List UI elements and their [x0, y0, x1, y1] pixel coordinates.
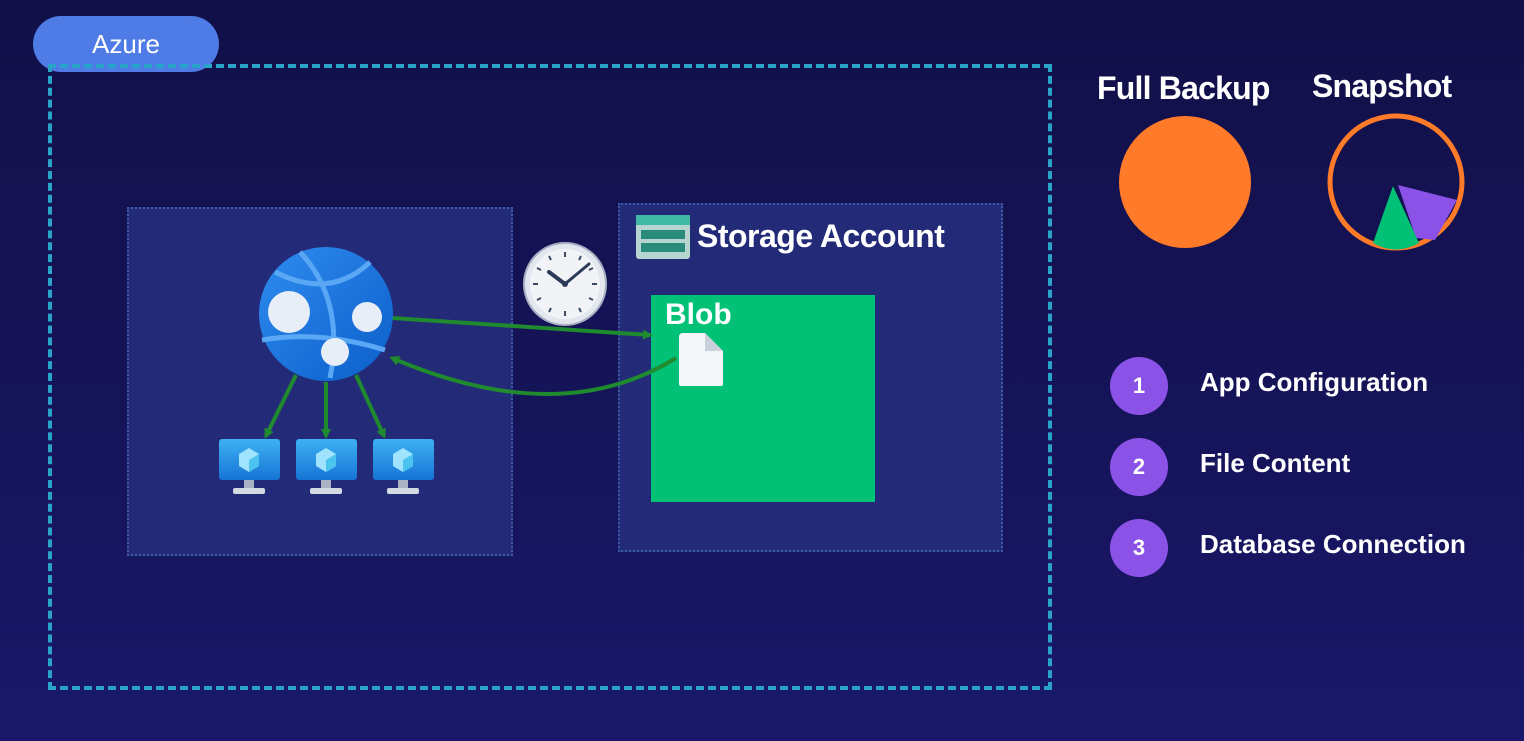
virtual-machine-icon [219, 439, 280, 494]
item-file-content: File Content [1200, 448, 1351, 478]
file-icon [679, 333, 723, 386]
full-backup-title: Full Backup [1097, 70, 1270, 106]
blob-label: Blob [665, 298, 732, 331]
snapshot-title: Snapshot [1312, 68, 1452, 104]
blob-container [651, 295, 875, 502]
globe-icon [259, 247, 393, 381]
virtual-machine-icon [296, 439, 357, 494]
snapshot-circle [1327, 113, 1465, 251]
restore-arrow [389, 356, 678, 396]
vm-arrows [264, 374, 386, 439]
full-backup-circle [1119, 116, 1251, 248]
storage-account-icon [636, 215, 690, 259]
backup-arrow [391, 316, 653, 340]
clock-icon [523, 242, 607, 326]
azure-boundary [48, 64, 1052, 690]
storage-account-title: Storage Account [697, 218, 945, 254]
item-app-configuration: App Configuration [1200, 367, 1429, 397]
azure-label: Azure [33, 16, 219, 72]
item-number-badge: 3 [1110, 519, 1168, 577]
virtual-machine-icon [373, 439, 434, 494]
item-number-badge: 1 [1110, 357, 1168, 415]
item-number-badge: 2 [1110, 438, 1168, 496]
item-database-connection: Database Connection [1200, 529, 1466, 559]
